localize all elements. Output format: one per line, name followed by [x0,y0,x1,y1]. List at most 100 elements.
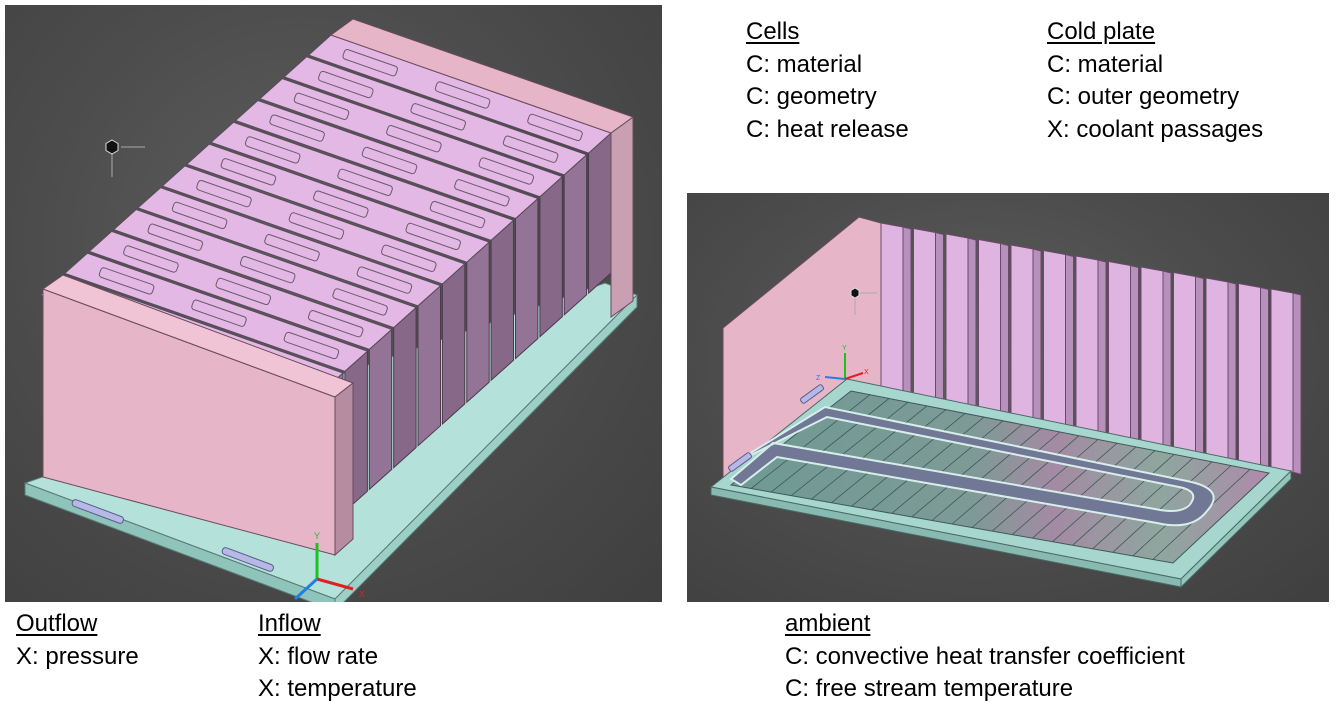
cell-fin [1270,288,1294,473]
axis-y-label: Y [314,531,320,541]
cell-recess [171,201,228,230]
channel-rib [1092,457,1194,550]
cell-fin [1043,249,1066,427]
cold-plate-viewport[interactable]: Y X Z [687,193,1329,602]
axis-triad: Y X Z [816,345,869,382]
cell-recess [381,244,437,272]
cell-top [283,56,588,176]
channel-rib [791,401,909,496]
cell-side [417,284,441,447]
cell-side [368,328,393,491]
channel-rib [1012,442,1118,535]
probe-marker-icon[interactable] [105,139,145,177]
cell-fin [1140,266,1164,447]
coolant-channel [729,405,1215,527]
inflow-port[interactable] [728,452,753,472]
cell-side [466,240,490,404]
axis-x-label: X [864,369,869,376]
cells-label-block: Cells C: material C: geometry C: heat re… [746,16,909,146]
outflow-line: X: pressure [16,642,139,670]
channel-rib [750,394,871,489]
cells-title: Cells [746,18,800,45]
cell-recess [318,70,374,99]
cell-top [210,121,515,241]
cell-fin [880,222,904,394]
cell-fin [978,238,1001,414]
cell-fin [1010,244,1034,420]
cell-top [161,165,466,285]
cell-recess [410,103,466,131]
channel-rib [971,435,1080,528]
cell-fin [1108,260,1131,440]
cell-recess [332,288,388,316]
channel-rib [1112,461,1213,553]
cell-top [112,208,418,329]
cell-recess [269,114,325,142]
cell-fin-side [1032,248,1042,423]
cell-fin-side [935,231,944,403]
channel-rib [770,398,890,493]
channel-rib [1072,454,1175,546]
cell-recess [527,113,583,142]
rear-end-plate-top [329,18,635,134]
probe-marker-icon[interactable] [850,287,877,315]
cell-recess [244,136,301,164]
cell-top [234,99,539,220]
battery-module-drawing: Y X [23,18,638,602]
cell-fin [945,233,969,407]
cell-recess [220,158,277,186]
cell-fin-side [1292,292,1302,475]
channel-rib [991,439,1099,532]
ambient-title: ambient [785,610,871,637]
cell-recess [429,200,486,229]
cell-recess [356,266,413,294]
channel-rib [911,424,1023,518]
cell-fin [1075,255,1099,434]
channel-rib [951,431,1061,525]
cells-line: C: geometry [746,83,877,110]
cell-recess [454,179,510,207]
outflow-port[interactable] [800,384,825,404]
cell-fin-side [1000,242,1009,416]
cell-recess [502,135,559,163]
cold-plate-line: X: coolant passages [1047,115,1264,143]
cell-recess [405,222,461,251]
cell-top [63,252,369,372]
axis-y-label: Y [842,345,847,352]
cell-top [137,187,442,307]
channel-rib [851,413,966,507]
cell-side [515,197,539,360]
ambient-line: C: free stream temperature [785,675,1074,702]
cold-plate-label-block: Cold plate C: material C: outer geometry… [1047,16,1263,146]
cells-line: C: material [746,50,863,78]
outflow-port[interactable] [71,499,124,524]
cold-plate-line: C: material [1047,50,1164,78]
cell-fin [1173,271,1196,453]
cell-fin [1238,282,1261,467]
cold-plate-line: C: outer geometry [1047,83,1240,110]
inflow-port[interactable] [221,547,274,572]
cell-fin [913,227,936,401]
axis-triad: Y X [293,531,365,601]
outflow-label-block: Outflow X: pressure [16,608,139,673]
cell-recess [342,49,398,77]
axis-z-label: Z [816,375,821,382]
front-end-plate-side [334,381,354,557]
cell-side [563,153,588,317]
cell-fin-side [1130,264,1139,442]
channel-rib [931,427,1042,521]
channel-rib [1032,446,1137,539]
channel-rib [831,409,947,504]
module-iso-viewport[interactable]: Y X [5,5,662,602]
cell-fin-side [902,226,912,396]
inflow-label-block: Inflow X: flow rate X: temperature [258,608,417,706]
channel-rib [1052,450,1156,542]
ambient-line: C: convective heat transfer coefficient [785,642,1185,670]
cell-recess [147,223,204,251]
cell-recess [313,190,369,218]
cell-recess [123,245,179,273]
cells-line: C: heat release [746,115,909,143]
cell-side [393,306,417,469]
cell-recess [307,310,364,338]
cell-recess [293,92,350,120]
